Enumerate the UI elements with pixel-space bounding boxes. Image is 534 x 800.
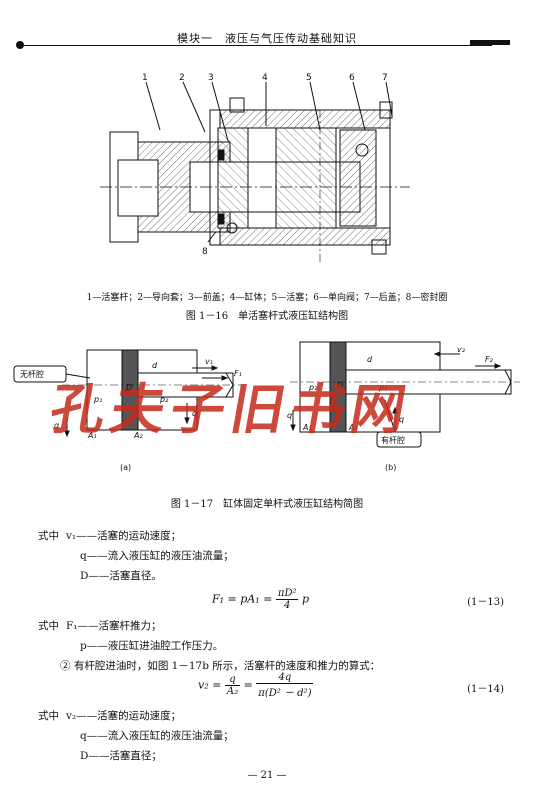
fig17b-qp: q′ (287, 411, 294, 420)
fig16-label-3: 3 (208, 73, 214, 83)
fig16-label-2: 2 (179, 73, 185, 83)
fig17b-p2: p₂ (308, 383, 318, 392)
fig16-legend: 1—活塞杆；2—导向套；3—前盖；4—缸体；5—活塞；6—单向阀；7—后盖；8—… (86, 293, 448, 303)
eq13-tail: p (301, 592, 310, 606)
fig17b-q: q (399, 415, 404, 424)
fig16-caption: 图 1－16 单活塞杆式液压缸结构图 (185, 311, 349, 322)
fig16-label-5: 5 (306, 73, 312, 83)
eq14-num2: 4q (256, 672, 314, 684)
eq14-lhs: v₂ = (198, 678, 222, 692)
text-D-def: D——活塞直径。 (80, 570, 162, 582)
fig17a-D: D (126, 383, 132, 392)
fig17a-F1: F₁ (234, 369, 242, 378)
fig16-label-6: 6 (349, 73, 355, 83)
text-F1-def: F₁——活塞杆推力； (66, 620, 162, 632)
eq14-num1: q (224, 674, 241, 686)
text-v1-def: v₁——活塞的运动速度； (66, 530, 182, 542)
fig16-label-8: 8 (202, 247, 208, 257)
fig17b-sublabel: (b) (385, 463, 396, 472)
eq13-num: πD² (275, 588, 299, 600)
fig17b-p1: p₁ (378, 383, 387, 392)
header-bullet (16, 41, 24, 49)
header-rule (22, 45, 492, 46)
eq13-lhs: F₁ = pA₁ = (212, 592, 273, 606)
fig17a-q: q (54, 421, 59, 430)
text-v2-def: v₂——活塞的运动速度； (66, 710, 182, 722)
fig17b-box-label: 有杆腔 (381, 435, 405, 445)
text-q-def: q——流入液压缸的液压油流量； (80, 550, 234, 562)
fig16-label-1: 1 (142, 73, 148, 83)
eq14-den2: π(D² － d²) (258, 688, 312, 699)
fig17-caption: 图 1－17 缸体固定单杆式液压缸结构简图 (170, 499, 364, 510)
fig17a-v1: v₁ (205, 357, 213, 366)
fig17b-A1: A₁ (302, 423, 312, 432)
text-lead-2: 式中 (38, 620, 59, 632)
fig17b-F2: F₂ (485, 355, 494, 364)
eq14-equals: = (243, 678, 253, 692)
text-p-def: p——液压缸进油腔工作压力。 (80, 640, 224, 652)
eq13-number: (1－13) (467, 597, 504, 608)
fig17a-box-label: 无杆腔 (20, 369, 44, 379)
fig17a-p2: p₂ (159, 395, 169, 404)
header-bar (470, 40, 510, 45)
text-q-def-2: q——流入液压缸的液压油流量； (80, 730, 234, 742)
fig17b-d: d (367, 355, 373, 364)
fig17a-A1: A₁ (87, 431, 97, 440)
fig16-label-4: 4 (262, 73, 268, 83)
fig17a-d: d (152, 361, 158, 370)
eq14-den1: A₂ (226, 686, 239, 697)
text-rod-chamber-paragraph: ② 有杆腔进油时，如图 1－17b 所示，活塞杆的速度和推力的算式： (60, 660, 381, 672)
figure-1-17b-diagram: D d v₂ F₂ p₂ p₁ q′ q A₁ A₂ 有杆腔 (b) (287, 341, 520, 472)
fig17b-A2: A₂ (348, 423, 358, 432)
figure-1-17a-diagram: 无杆腔 D d v₁ F₁ p₁ p₂ q q′ A₁ A₂ (a) (13, 349, 242, 472)
fig17a-sublabel: (a) (120, 463, 131, 472)
text-lead-3: 式中 (38, 710, 59, 722)
figure-1-16-cylinder-drawing: 1 2 3 4 5 6 7 8 (100, 73, 410, 265)
fig17a-p1: p₁ (93, 395, 102, 404)
text-lead-1: 式中 (38, 530, 59, 542)
watermark-logo: 孔夫子旧书网 (45, 378, 417, 441)
running-header: 模块一 液压与气压传动基础知识 (177, 32, 357, 45)
eq13-den: 4 (283, 600, 291, 611)
fig17a-A2: A₂ (133, 431, 143, 440)
fig17b-D: D (337, 381, 343, 390)
fig16-label-7: 7 (382, 73, 388, 83)
fig17a-qp: q′ (192, 409, 199, 418)
page-number: — 21 — (247, 770, 287, 781)
text-D-def-2: D——活塞直径； (80, 750, 162, 762)
eq14-number: (1－14) (467, 684, 504, 695)
fig17b-v2: v₂ (457, 345, 466, 354)
